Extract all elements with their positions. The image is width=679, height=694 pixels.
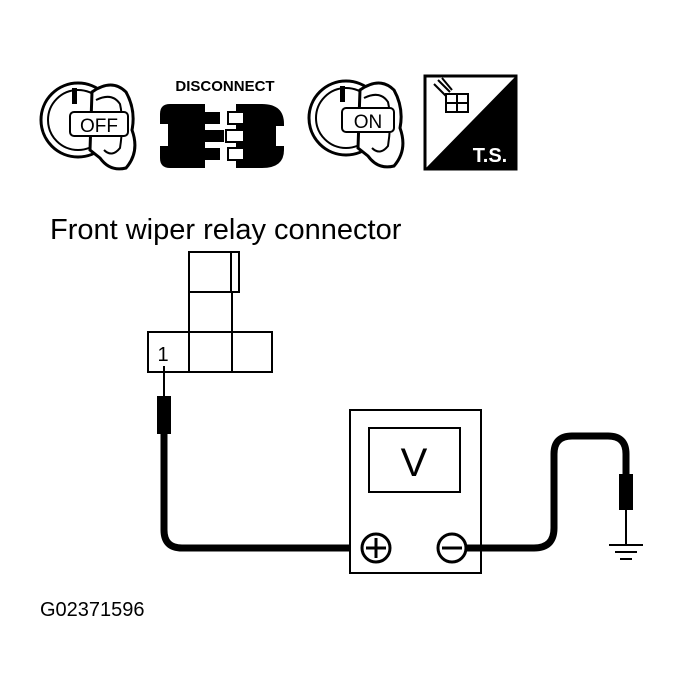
ignition-key-on-icon: ON xyxy=(307,79,405,169)
positive-probe xyxy=(157,366,171,434)
relay-connector-face xyxy=(147,251,273,373)
connector-title: Front wiper relay connector xyxy=(50,214,402,246)
ts-label: T.S. xyxy=(473,145,507,167)
ground-symbol-icon xyxy=(609,544,643,560)
disconnect-label: DISCONNECT xyxy=(175,78,274,95)
positive-test-lead xyxy=(160,434,352,552)
voltmeter: V xyxy=(349,409,482,574)
connector-disconnect-icon: DISCONNECT xyxy=(158,78,286,168)
figure-code: G02371596 xyxy=(40,599,145,621)
positive-terminal-icon xyxy=(360,532,392,564)
pin-label: 1 xyxy=(157,344,168,366)
negative-terminal-icon xyxy=(436,532,468,564)
voltmeter-unit: V xyxy=(401,441,428,485)
voltmeter-display xyxy=(368,427,461,493)
negative-probe xyxy=(619,474,633,545)
trouble-shooting-icon: T.S. xyxy=(423,74,518,171)
key-off-label: OFF xyxy=(80,116,118,137)
key-on-label: ON xyxy=(354,112,383,133)
negative-test-lead xyxy=(466,432,630,552)
ignition-key-off-icon: OFF xyxy=(39,81,137,171)
